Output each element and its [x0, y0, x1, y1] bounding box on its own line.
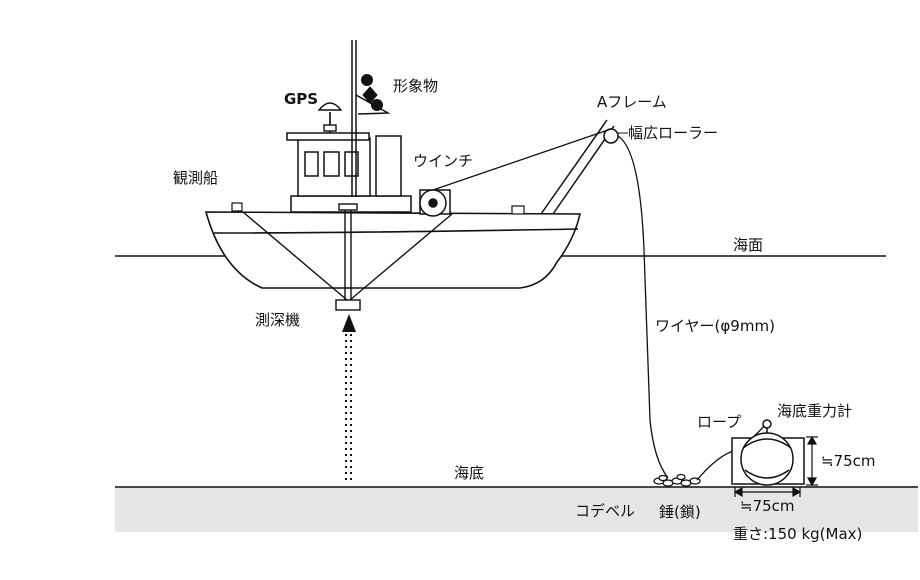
label-codevel: コデベル — [575, 502, 635, 520]
ship-hull — [204, 211, 582, 289]
label-wire: ワイヤー(φ9mm) — [655, 317, 775, 335]
winch-icon — [419, 189, 451, 217]
winch-cable — [432, 128, 612, 191]
width-dimension — [733, 486, 802, 498]
label-ship: 観測船 — [173, 169, 218, 187]
echo-sounder-rig — [242, 203, 453, 311]
wire-line — [617, 135, 669, 479]
echo-sounder-icon — [335, 299, 361, 311]
label-height: ≒75cm — [821, 452, 876, 470]
label-daymark: 形象物 — [393, 77, 438, 95]
mast — [351, 40, 391, 197]
label-rope: ロープ — [697, 413, 741, 431]
bollard-aft — [511, 205, 525, 215]
label-echo-sounder: 測深機 — [255, 311, 300, 329]
seabed-area — [115, 487, 918, 532]
label-sea-surface: 海面 — [733, 236, 763, 254]
a-frame — [540, 119, 615, 215]
label-weight: 重さ:150 kg(Max) — [733, 525, 862, 543]
label-a-frame: Aフレーム — [597, 93, 667, 111]
gps-antenna-icon — [317, 102, 343, 133]
label-seabed: 海底 — [454, 464, 484, 482]
label-weight-chain: 錘(鎖) — [659, 503, 701, 521]
label-gps: GPS — [284, 90, 318, 108]
daymark-icon — [361, 74, 383, 111]
label-gravimeter: 海底重力計 — [777, 402, 852, 420]
label-width: ≒75cm — [740, 497, 795, 515]
chain-weight-icon — [653, 473, 701, 487]
label-winch: ウインチ — [413, 152, 473, 170]
height-dimension — [806, 435, 818, 487]
gravimeter-icon — [731, 419, 805, 486]
sonar-ray — [342, 314, 356, 480]
bollard-fore — [231, 202, 243, 212]
label-wide-roller: 幅広ローラー — [628, 124, 718, 142]
wheelhouse — [286, 132, 412, 213]
